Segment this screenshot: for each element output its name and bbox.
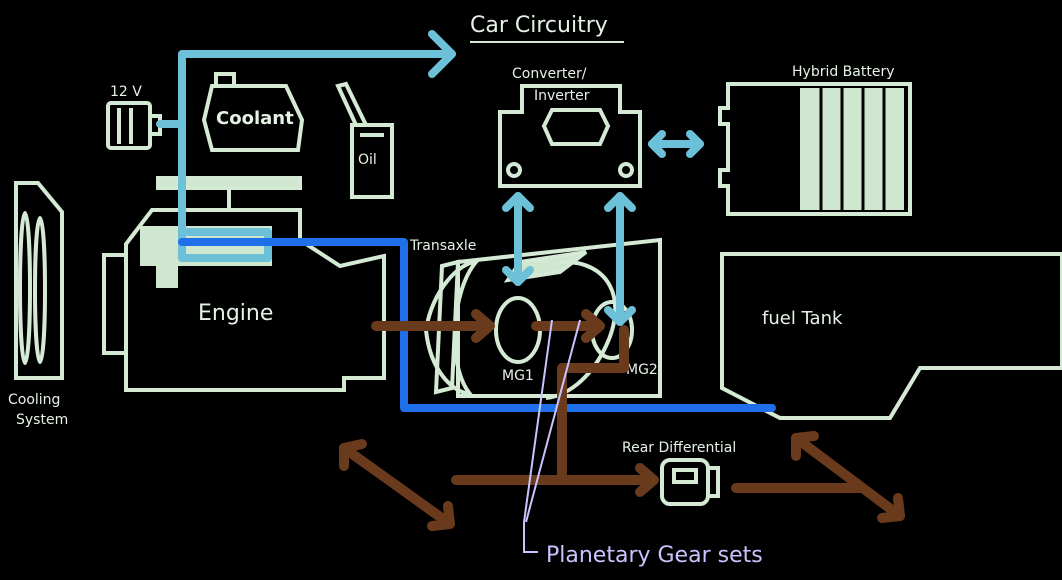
oil-can [335,81,394,199]
converter-inverter [498,84,642,188]
oil-label: Oil [358,152,377,168]
battery-12v-label: 12 V [110,84,142,100]
drive-lines [339,309,905,531]
cooling-label-line1: Cooling [8,392,60,408]
hybrid-battery [718,82,912,216]
coolant-label: Coolant [216,108,294,129]
rear-differential [660,458,720,506]
coolant-tank [201,72,305,152]
cooling-label-line2: System [16,412,68,428]
fuel-tank [720,252,1062,420]
transaxle-label: Transaxle [409,238,476,254]
mg1-label: MG1 [502,368,534,384]
planetary-gear-pointer [523,319,581,553]
planetary-gear-sets-label: Planetary Gear sets [546,543,763,568]
engine [102,176,386,392]
battery-12v [106,101,162,150]
inverter-label: Inverter [534,88,590,104]
converter-label: Converter/ [512,66,587,82]
fuel-tank-label: fuel Tank [762,308,843,329]
cooling-system [14,181,64,380]
engine-label: Engine [198,301,273,326]
diagram-title: Car Circuitry [470,13,608,38]
electrical-lines [156,30,704,326]
hybrid-battery-label: Hybrid Battery [792,64,895,80]
rear-differential-label: Rear Differential [622,440,736,456]
mg2-label: MG2 [626,362,658,378]
